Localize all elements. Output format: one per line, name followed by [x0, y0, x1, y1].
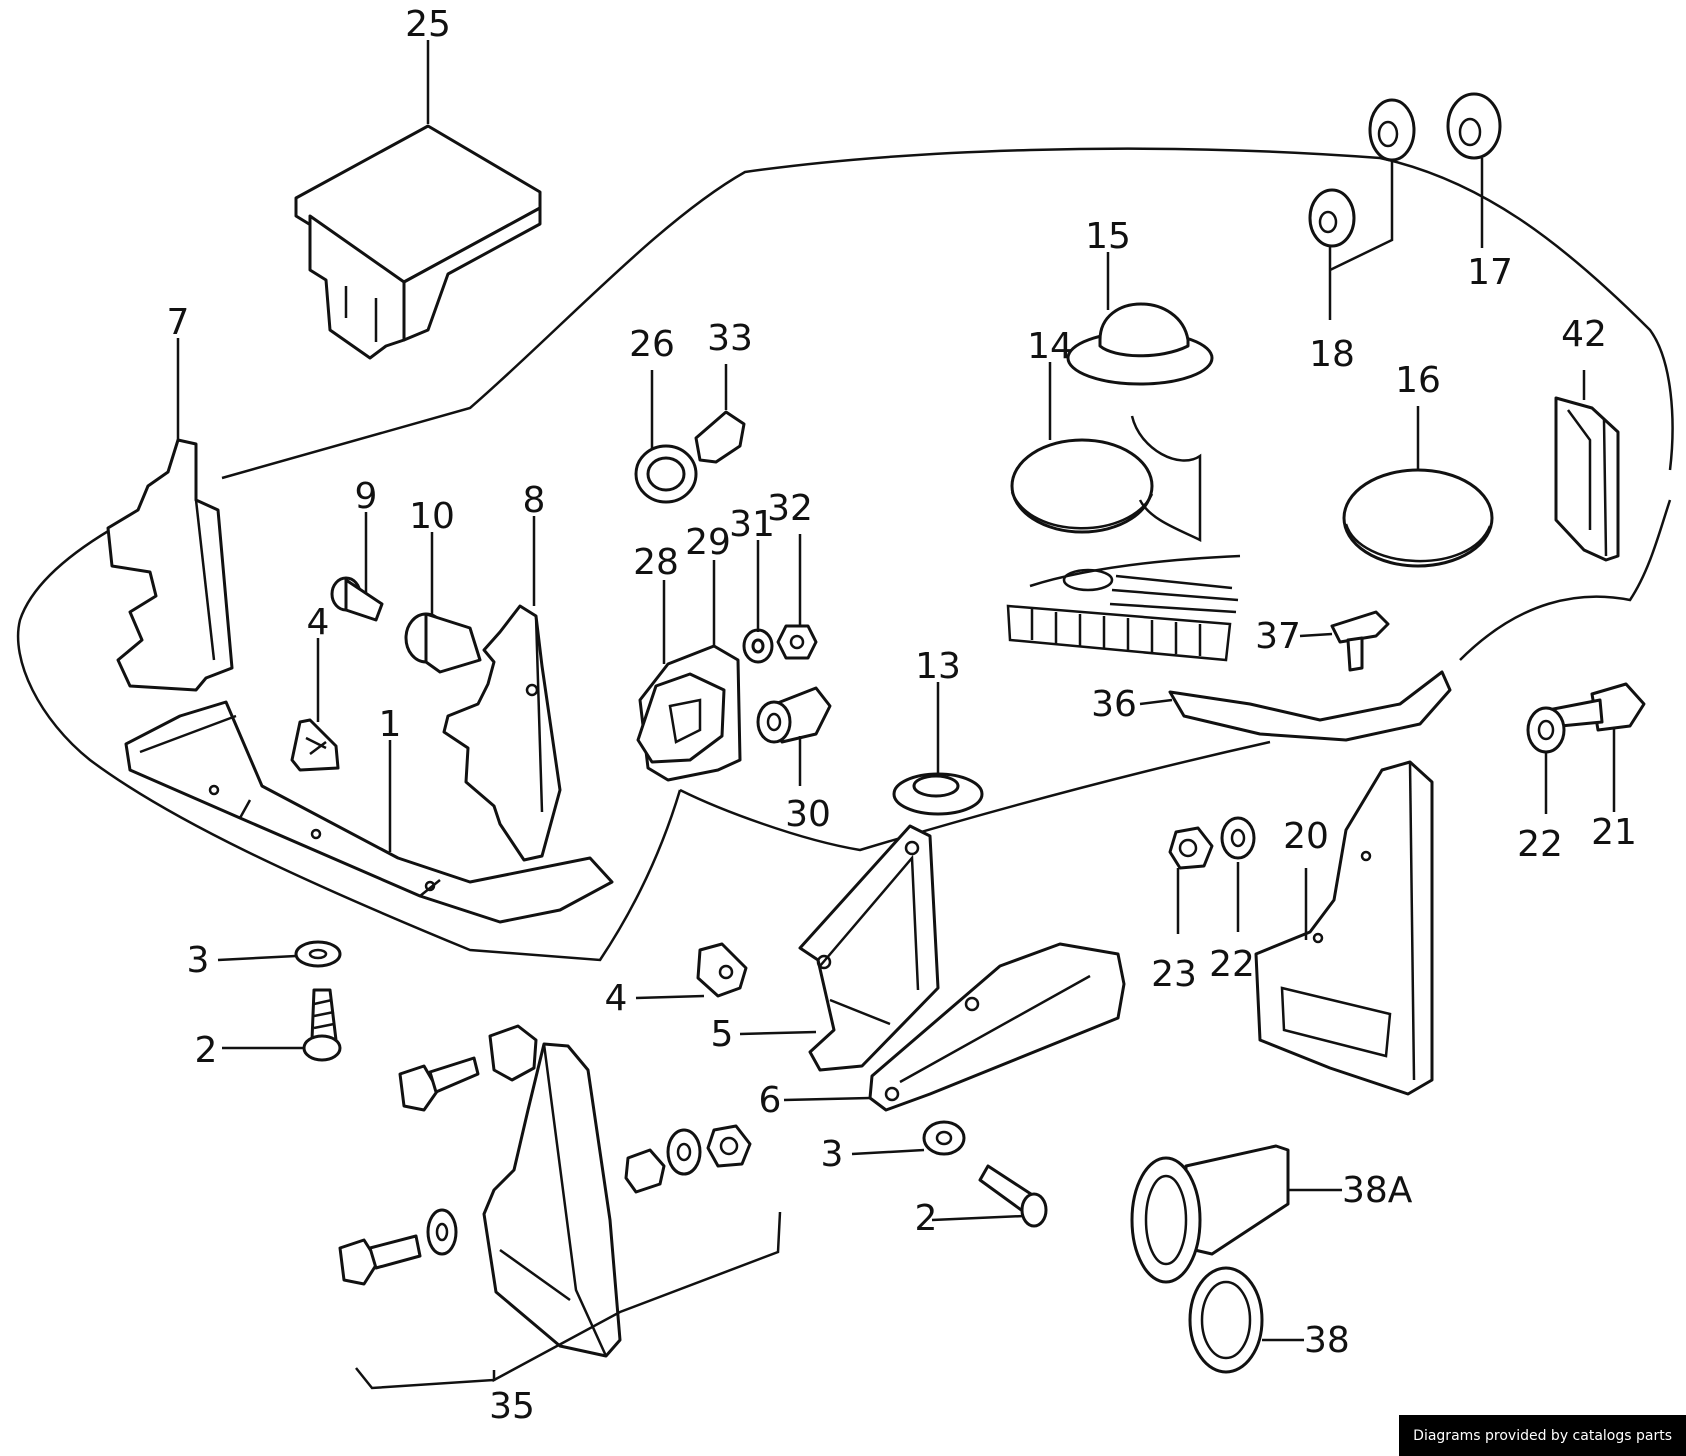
- callout-label: 21: [1591, 812, 1637, 853]
- part-35-washer-2: [666, 1128, 702, 1176]
- part-35-bolt-upper: [398, 1056, 480, 1112]
- part-35-plate: [624, 1148, 666, 1194]
- part-7-bracket: [106, 438, 234, 692]
- callout-label: 14: [1027, 326, 1073, 367]
- callout-label: 7: [167, 302, 190, 343]
- floor-detail: [1006, 415, 1241, 662]
- callout-label: 35: [489, 1386, 535, 1427]
- callout-label: 31: [729, 504, 775, 545]
- part-8-bracket: [442, 604, 562, 862]
- part-10-sleeve: [404, 612, 482, 674]
- part-38-grommet: [1188, 1266, 1264, 1374]
- callout-label: 4: [605, 978, 628, 1019]
- callout-label: 42: [1561, 314, 1607, 355]
- part-17-grommet: [1446, 92, 1502, 160]
- part-28-29-plates: [636, 644, 742, 782]
- callout-label: 33: [707, 318, 753, 359]
- part-4-clip: [290, 718, 340, 772]
- callout-label: 9: [355, 476, 378, 517]
- part-22-washer: [1526, 706, 1566, 754]
- part-18-grommets: [1308, 98, 1416, 248]
- part-22-washer-mid: [1220, 816, 1256, 860]
- part-13-grommet: [892, 772, 984, 816]
- callout-labels: 25 7 9 10 8 4 1 26 33 28 29 31 32 30 13 …: [167, 4, 1637, 1427]
- callout-label: 22: [1209, 944, 1255, 985]
- callout-label: 32: [767, 488, 813, 529]
- callout-label: 28: [633, 542, 679, 583]
- part-35-bolt-lower: [338, 1234, 422, 1286]
- part-35-mudflap: [482, 1042, 622, 1358]
- callout-label: 37: [1255, 616, 1301, 657]
- part-37-clip: [1330, 610, 1390, 672]
- part-2-screw: [302, 988, 342, 1062]
- part-33-cap: [694, 410, 746, 464]
- callout-label: 29: [685, 522, 731, 563]
- callout-label: 1: [379, 704, 402, 745]
- credit-badge: Diagrams provided by catalogs parts: [1399, 1415, 1686, 1456]
- part-36-strip: [1168, 670, 1452, 742]
- part-9-plug: [330, 576, 384, 622]
- part-26-grommet: [634, 444, 698, 504]
- callout-label: 2: [915, 1198, 938, 1239]
- part-38a-grommet: [1130, 1144, 1290, 1284]
- part-31-washer: [742, 628, 774, 664]
- callout-label: 25: [405, 4, 451, 45]
- callout-label: 3: [187, 940, 210, 981]
- part-23-nut: [1168, 826, 1214, 870]
- callout-label: 13: [915, 646, 961, 687]
- callout-label: 20: [1283, 816, 1329, 857]
- callout-label: 23: [1151, 954, 1197, 995]
- callout-label: 38: [1304, 1320, 1350, 1361]
- callout-label: 36: [1091, 684, 1137, 725]
- part-32-nut: [776, 624, 818, 660]
- part-14-cover: [1010, 438, 1154, 534]
- part-2-screw-lower: [978, 1164, 1048, 1228]
- part-35-bracket: [488, 1024, 538, 1082]
- callout-label: 10: [409, 496, 455, 537]
- part-6-housing: [868, 942, 1126, 1112]
- leader-lines: [176, 40, 1616, 1390]
- callout-label: 17: [1467, 252, 1513, 293]
- part-3-washer: [294, 940, 342, 968]
- part-1-rail: [124, 700, 614, 924]
- part-15-plug: [1066, 302, 1214, 386]
- part-3-washer-lower: [922, 1120, 966, 1156]
- part-42-bracket: [1554, 396, 1620, 562]
- callout-label: 8: [523, 480, 546, 521]
- callout-label: 16: [1395, 360, 1441, 401]
- callout-label: 15: [1085, 216, 1131, 257]
- part-35-nut: [706, 1124, 752, 1168]
- callout-label: 4: [307, 602, 330, 643]
- callout-label: 6: [759, 1080, 782, 1121]
- part-20-mudflap: [1254, 760, 1434, 1096]
- callout-label: 30: [785, 794, 831, 835]
- callout-label: 2: [195, 1030, 218, 1071]
- callout-label: 18: [1309, 334, 1355, 375]
- callout-label: 38A: [1342, 1170, 1413, 1211]
- part-4-clip-lower: [696, 942, 748, 998]
- callout-label: 26: [629, 324, 675, 365]
- part-25-cover-box: [294, 124, 542, 360]
- part-5-bracket: [798, 824, 940, 1072]
- callout-label: 22: [1517, 824, 1563, 865]
- callout-label: 5: [711, 1014, 734, 1055]
- callout-label: 3: [821, 1134, 844, 1175]
- part-16-cover: [1342, 468, 1494, 568]
- part-35-washer: [426, 1208, 458, 1256]
- part-30-bushing: [756, 686, 832, 744]
